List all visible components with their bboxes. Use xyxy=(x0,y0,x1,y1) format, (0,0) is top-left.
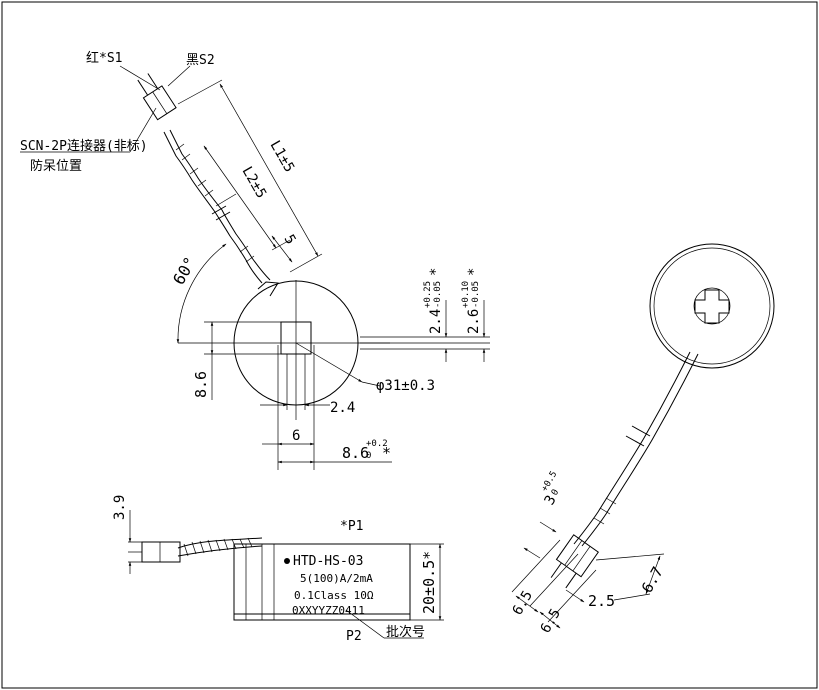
dim-2-4-top: 2.4 xyxy=(428,309,444,334)
dim-2-6: 2.6 xyxy=(466,309,482,334)
top-view: 红*S1 黑S2 SCN-2P连接器(非标) 防呆位置 L1±5 L2±5 5 … xyxy=(20,50,490,470)
iso-body-outer xyxy=(649,243,775,369)
dim-6-5-a: 6.5 xyxy=(510,588,537,618)
dim-3-tol-low: 0 xyxy=(550,488,561,498)
label-rating: 5(100)A/2mA xyxy=(300,572,373,585)
dim-2-6-star: * xyxy=(466,268,482,276)
side-connector xyxy=(141,541,181,563)
iso-connector xyxy=(550,534,599,589)
dim-2-6-tol-low: -0.05 xyxy=(471,281,481,308)
dim-2-4-bottom: 2.4 xyxy=(330,400,355,416)
dim-20: 20±0.5* xyxy=(420,551,438,614)
dim-8-6-star: * xyxy=(382,444,391,462)
dim-3-tol-up: +0.5 xyxy=(540,470,560,494)
dim-8-6-vertical: 8.6 xyxy=(192,371,210,398)
dim-5: 5 xyxy=(281,232,299,247)
dim-8-6-horizontal: 8.6 xyxy=(342,444,369,462)
label-serial: 0XXYYZZ0411 xyxy=(292,604,365,617)
label-connector: SCN-2P连接器(非标) xyxy=(20,138,148,154)
dim-6: 6 xyxy=(292,428,300,444)
dim-6-5-b: 6.5 xyxy=(538,606,565,636)
p1-label: *P1 xyxy=(340,519,363,534)
dim-angle: 60° xyxy=(169,253,200,288)
dim-diameter: φ31±0.3 xyxy=(376,378,435,394)
iso-cross-hole xyxy=(694,289,730,324)
label-black-wire: 黑S2 xyxy=(186,53,215,68)
batch-label: 批次号 xyxy=(386,624,425,640)
dim-8-6-tol-up: +0.2 xyxy=(366,439,388,449)
label-bullet xyxy=(284,558,290,564)
dim-L1: L1±5 xyxy=(267,138,298,175)
p2-label: P2 xyxy=(346,629,362,644)
label-model: HTD-HS-03 xyxy=(293,554,363,569)
dim-8-6-tol-low: 0 xyxy=(366,451,371,461)
dim-6-7: 6.7 xyxy=(638,564,667,596)
sensor-side-body xyxy=(233,543,411,621)
dim-2-5: 2.5 xyxy=(588,592,615,610)
dim-2-4-star: * xyxy=(428,268,444,276)
label-class: 0.1Class 10Ω xyxy=(294,589,374,602)
iso-body-inner xyxy=(653,247,771,365)
dim-2-4-tol-low: -0.05 xyxy=(433,281,443,308)
dim-2-6-tol-up: +0.10 xyxy=(461,281,471,308)
dim-3-9: 3.9 xyxy=(112,495,128,520)
dim-L2: L2±5 xyxy=(239,164,270,201)
scn-2p-connector xyxy=(137,73,177,121)
dim-2-4-tol-up: +0.25 xyxy=(423,281,433,308)
label-foolproof: 防呆位置 xyxy=(30,158,82,174)
iso-view: 3 +0.5 0 6.5 6.5 2.5 6.7 xyxy=(510,243,775,636)
side-view: 3.9 *P1 HTD-HS-03 5(100)A/2mA 0.1Class 1… xyxy=(112,495,444,644)
label-red-wire: 红*S1 xyxy=(86,50,122,66)
